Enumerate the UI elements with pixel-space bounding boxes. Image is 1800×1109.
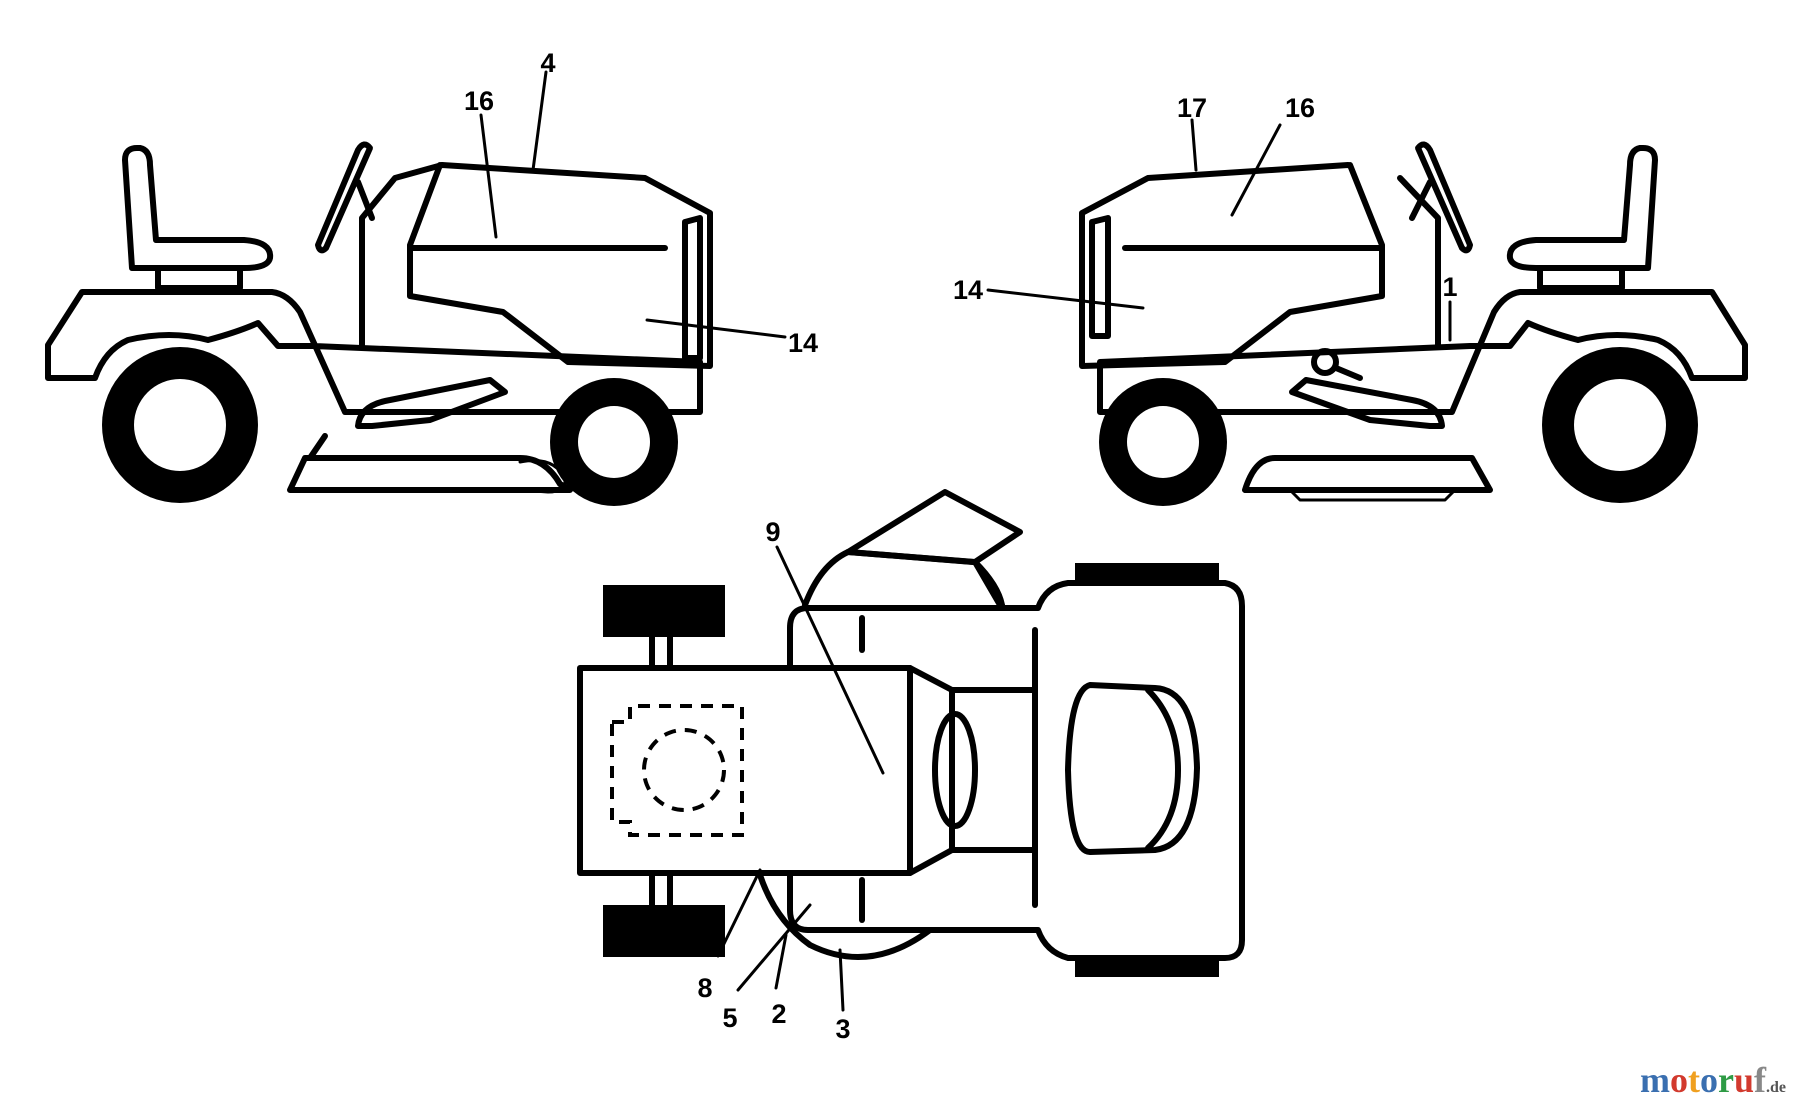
seat-post-right: [1537, 265, 1625, 291]
callout-14-right: 14: [953, 275, 983, 305]
steering-top: [932, 711, 978, 829]
lever-knob-right: [1311, 348, 1339, 376]
callout-labels: 4 16 14 17 16 14 1 9 8 5 2 3: [464, 48, 1458, 1044]
engine-circle: [642, 728, 726, 812]
callout-9-top: 9: [765, 517, 780, 547]
leader-lines: [479, 70, 1452, 1012]
callout-16-left: 16: [464, 86, 494, 116]
callout-2-top: 2: [771, 999, 786, 1029]
callout-14-left: 14: [788, 328, 818, 358]
seat-top: [1065, 682, 1200, 855]
watermark-domain: .de: [1766, 1079, 1786, 1096]
watermark-letter: r: [1717, 1060, 1734, 1100]
watermark-letter: t: [1687, 1060, 1700, 1100]
callout-4-left: 4: [540, 48, 555, 78]
seat-post-left: [155, 265, 243, 291]
callout-16-right: 16: [1285, 93, 1315, 123]
engine-outline: [610, 704, 744, 837]
tractor-right-view: [1079, 141, 1748, 506]
watermark-letter: u: [1733, 1060, 1754, 1100]
hood-left: [407, 162, 713, 369]
watermark-letter: m: [1639, 1060, 1670, 1100]
seat-left: [122, 145, 274, 271]
grille-right: [1089, 215, 1111, 339]
callout-5-top: 5: [722, 1003, 737, 1033]
callout-8-top: 8: [697, 973, 712, 1003]
front-tire-top: [603, 585, 725, 637]
footrest-left: [355, 377, 508, 429]
mower-deck-right: [1242, 455, 1493, 493]
callout-3-top: 3: [835, 1014, 850, 1044]
mower-deck-left: [287, 455, 573, 493]
dash-right: [1397, 175, 1441, 349]
rear-body-left: [45, 289, 703, 415]
hood-right: [1079, 162, 1385, 369]
steering-wheel-right: [1415, 141, 1473, 254]
watermark-letter: o: [1699, 1060, 1718, 1100]
grille-left: [682, 215, 703, 361]
deck-skirt-right: [1288, 488, 1457, 502]
footrest-right: [1289, 377, 1445, 429]
callout-17-right: 17: [1177, 93, 1207, 123]
rear-body-right: [1097, 289, 1748, 415]
watermark-letter: o: [1669, 1060, 1688, 1100]
discharge-chute: [845, 489, 1023, 608]
lever-right: [1333, 365, 1363, 381]
tractor-left-view: [45, 141, 713, 506]
deck-link-left: [307, 433, 328, 461]
dash-left: [359, 162, 445, 349]
chassis-top: [787, 580, 1245, 961]
watermark-logo: motoruf.de: [1640, 1059, 1786, 1101]
steering-wheel-left: [315, 141, 373, 254]
callout-1-right: 1: [1442, 272, 1457, 302]
hood-top: [577, 665, 913, 876]
tractor-top-view: [577, 489, 1245, 977]
watermark-letter: f: [1754, 1060, 1766, 1100]
rear-tire-top: [1075, 563, 1219, 585]
seat-right: [1506, 145, 1658, 271]
front-tire-bottom: [603, 905, 725, 957]
mower-deck-top: [802, 549, 1005, 608]
